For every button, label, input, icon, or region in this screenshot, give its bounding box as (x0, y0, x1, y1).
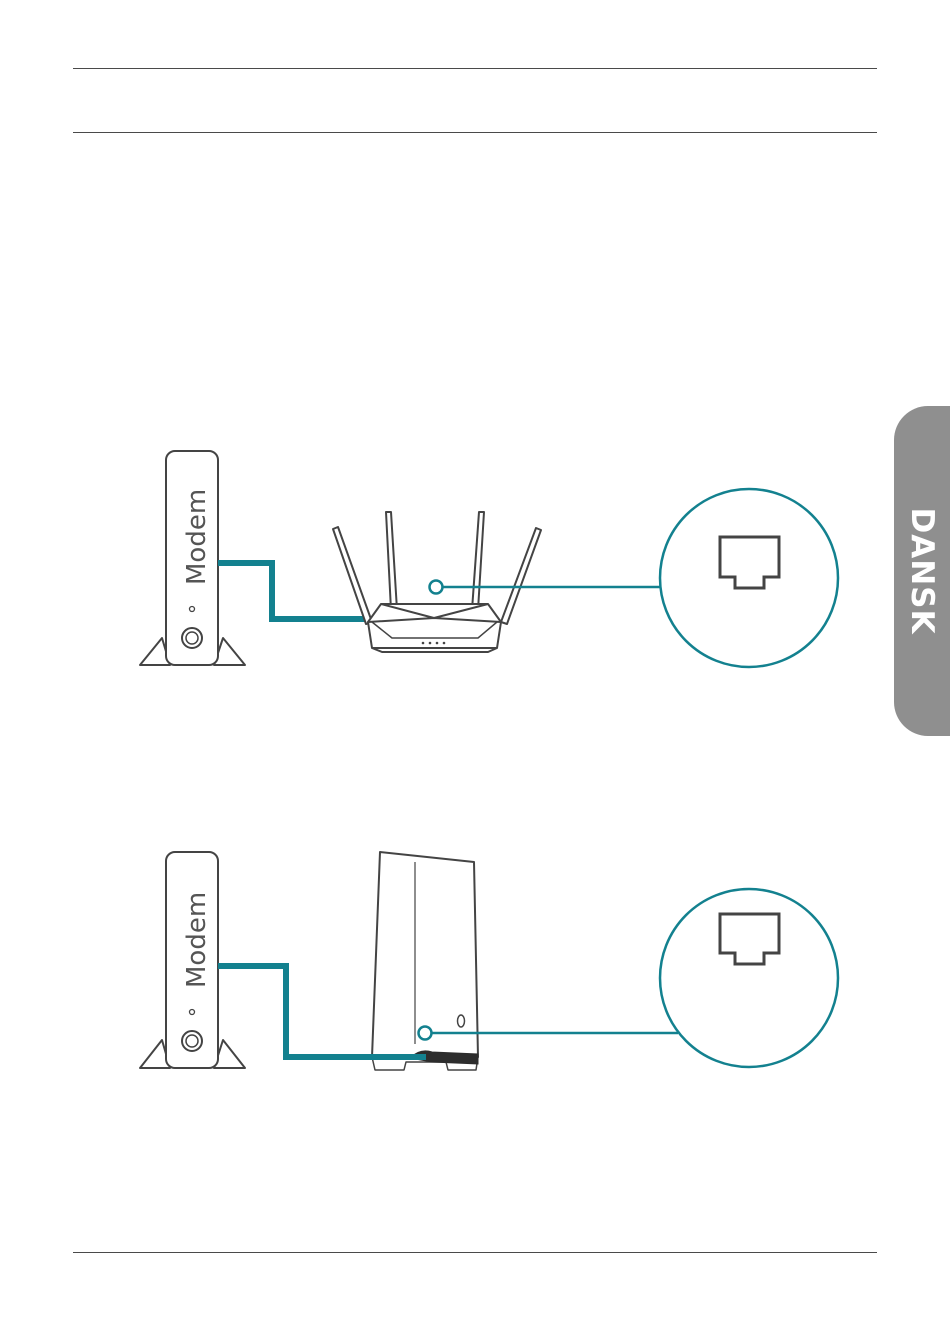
callout-circle-top (660, 489, 838, 667)
callout-circle-bottom (660, 889, 838, 1067)
router-body (368, 604, 501, 652)
port-marker-top (430, 581, 443, 594)
diagram-bottom: Modem (140, 852, 838, 1070)
modem-label-top: Modem (182, 489, 212, 585)
diagram-top: Modem (140, 451, 838, 667)
modem-label-bottom: Modem (182, 892, 212, 988)
port-marker-bottom (419, 1027, 432, 1040)
